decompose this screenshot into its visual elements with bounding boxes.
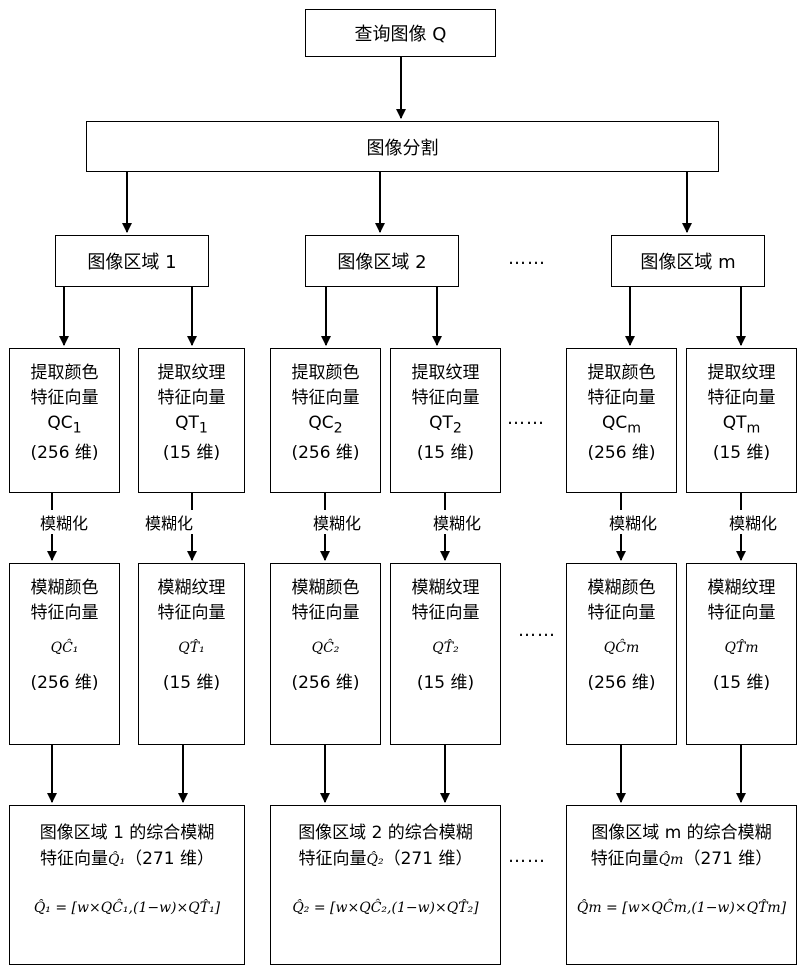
fuzzify-label: 模糊化 (40, 510, 88, 534)
combined-vector-line: 特征向量Q̂₂（271 维） (299, 846, 473, 873)
extract-color-box-2: 提取颜色 特征向量 QC2 (256 维) (270, 348, 381, 493)
fuzzy-texture-symbol: QT̂₁ (178, 636, 204, 661)
feature-vector-label: 特征向量 (708, 386, 776, 411)
feature-vector-label: 特征向量 (292, 601, 360, 626)
extract-color-title: 提取颜色 (588, 361, 656, 386)
fuzzy-texture-title: 模糊纹理 (158, 576, 226, 601)
fuzzy-color-title: 模糊颜色 (588, 576, 656, 601)
fuzzify-label: 模糊化 (313, 510, 361, 534)
fuzzy-color-box-m: 模糊颜色 特征向量 QĈm (256 维) (566, 563, 677, 745)
color-vector-symbol: QCm (602, 411, 641, 441)
dimension-label: (256 维) (291, 441, 359, 466)
combined-title: 图像区域 m 的综合模糊 (591, 820, 771, 846)
feature-vector-label: 特征向量 (158, 386, 226, 411)
feature-vector-label: 特征向量 (588, 386, 656, 411)
combined-formula: Q̂₁ = [w×QĈ₁,(1−w)×QT̂₁] (34, 895, 220, 921)
texture-vector-symbol: QT2 (429, 411, 462, 441)
extract-texture-box-2: 提取纹理 特征向量 QT2 (15 维) (390, 348, 501, 493)
fuzzy-texture-box-2: 模糊纹理 特征向量 QT̂₂ (15 维) (390, 563, 501, 745)
fuzzify-label: 模糊化 (433, 510, 481, 534)
ellipsis: …… (508, 846, 546, 867)
dimension-label: (256 维) (587, 441, 655, 466)
texture-vector-symbol: QTm (723, 411, 761, 441)
fuzzy-color-symbol: QĈm (604, 636, 639, 661)
region-label: 图像区域 2 (337, 248, 426, 274)
extract-texture-title: 提取纹理 (158, 361, 226, 386)
segmentation-label: 图像分割 (367, 134, 439, 160)
extract-color-title: 提取颜色 (292, 361, 360, 386)
dimension-label: (15 维) (417, 441, 474, 466)
fuzzy-texture-title: 模糊纹理 (708, 576, 776, 601)
combined-feature-box-1: 图像区域 1 的综合模糊 特征向量Q̂₁（271 维） Q̂₁ = [w×QĈ₁… (9, 805, 245, 965)
fuzzy-texture-symbol: QT̂₂ (432, 636, 458, 661)
dimension-label: (256 维) (587, 671, 655, 696)
query-image-label: 查询图像 Q (355, 20, 447, 46)
combined-formula: Q̂m = [w×QĈm,(1−w)×QT̂m] (577, 895, 786, 921)
fuzzy-color-symbol: QĈ₂ (312, 636, 340, 661)
dimension-label: (256 维) (291, 671, 359, 696)
combined-vector-line: 特征向量Q̂₁（271 维） (40, 846, 214, 873)
feature-vector-label: 特征向量 (158, 601, 226, 626)
fuzzy-color-title: 模糊颜色 (31, 576, 99, 601)
feature-vector-label: 特征向量 (31, 386, 99, 411)
region-label: 图像区域 1 (87, 248, 176, 274)
dimension-label: (15 维) (163, 441, 220, 466)
fuzzify-label: 模糊化 (145, 510, 193, 534)
extract-color-box-1: 提取颜色 特征向量 QC1 (256 维) (9, 348, 120, 493)
region-box-m: 图像区域 m (611, 235, 765, 287)
fuzzy-texture-box-m: 模糊纹理 特征向量 QT̂m (15 维) (686, 563, 797, 745)
fuzzy-color-title: 模糊颜色 (292, 576, 360, 601)
ellipsis: …… (507, 408, 545, 429)
feature-vector-label: 特征向量 (31, 601, 99, 626)
dimension-label: (15 维) (713, 441, 770, 466)
combined-feature-box-2: 图像区域 2 的综合模糊 特征向量Q̂₂（271 维） Q̂₂ = [w×QĈ₂… (270, 805, 501, 965)
fuzzy-color-box-1: 模糊颜色 特征向量 QĈ₁ (256 维) (9, 563, 120, 745)
extract-texture-box-1: 提取纹理 特征向量 QT1 (15 维) (138, 348, 245, 493)
ellipsis: …… (508, 248, 546, 269)
extract-color-title: 提取颜色 (31, 361, 99, 386)
dimension-label: (15 维) (417, 671, 474, 696)
combined-formula: Q̂₂ = [w×QĈ₂,(1−w)×QT̂₂] (292, 895, 478, 921)
fuzzy-texture-box-1: 模糊纹理 特征向量 QT̂₁ (15 维) (138, 563, 245, 745)
region-box-1: 图像区域 1 (55, 235, 209, 287)
extract-color-box-m: 提取颜色 特征向量 QCm (256 维) (566, 348, 677, 493)
fuzzy-color-symbol: QĈ₁ (51, 636, 79, 661)
color-vector-symbol: QC1 (47, 411, 81, 441)
fuzzy-texture-symbol: QT̂m (724, 636, 758, 661)
feature-vector-label: 特征向量 (412, 386, 480, 411)
extract-texture-title: 提取纹理 (412, 361, 480, 386)
feature-vector-label: 特征向量 (588, 601, 656, 626)
dimension-label: (256 维) (30, 441, 98, 466)
ellipsis: …… (518, 620, 556, 641)
combined-title: 图像区域 2 的综合模糊 (298, 820, 473, 846)
dimension-label: (256 维) (30, 671, 98, 696)
feature-vector-label: 特征向量 (412, 601, 480, 626)
extract-texture-title: 提取纹理 (708, 361, 776, 386)
combined-feature-box-m: 图像区域 m 的综合模糊 特征向量Q̂m（271 维） Q̂m = [w×QĈm… (566, 805, 797, 965)
color-vector-symbol: QC2 (308, 411, 342, 441)
fuzzy-color-box-2: 模糊颜色 特征向量 QĈ₂ (256 维) (270, 563, 381, 745)
combined-vector-line: 特征向量Q̂m（271 维） (591, 846, 773, 873)
query-image-box: 查询图像 Q (305, 9, 496, 57)
fuzzy-texture-title: 模糊纹理 (412, 576, 480, 601)
region-box-2: 图像区域 2 (305, 235, 459, 287)
texture-vector-symbol: QT1 (175, 411, 208, 441)
combined-title: 图像区域 1 的综合模糊 (40, 820, 215, 846)
feature-vector-label: 特征向量 (292, 386, 360, 411)
region-label: 图像区域 m (640, 248, 735, 274)
fuzzify-label: 模糊化 (609, 510, 657, 534)
extract-texture-box-m: 提取纹理 特征向量 QTm (15 维) (686, 348, 797, 493)
feature-vector-label: 特征向量 (708, 601, 776, 626)
dimension-label: (15 维) (163, 671, 220, 696)
segmentation-box: 图像分割 (86, 121, 719, 172)
fuzzify-label: 模糊化 (729, 510, 777, 534)
dimension-label: (15 维) (713, 671, 770, 696)
